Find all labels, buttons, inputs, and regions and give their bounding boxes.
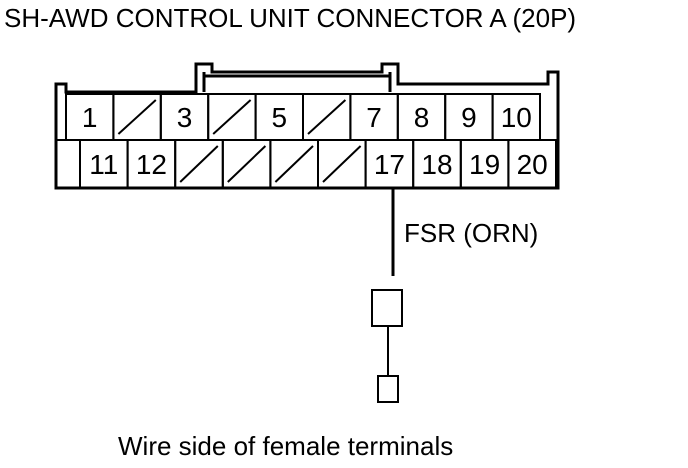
unused-pin-slash bbox=[179, 145, 219, 183]
pin-label-11: 11 bbox=[89, 149, 118, 180]
pin-label-17: 17 bbox=[374, 149, 405, 180]
pin-label-9: 9 bbox=[461, 102, 477, 133]
unused-pin-slash bbox=[117, 99, 157, 135]
pin-label-8: 8 bbox=[414, 102, 430, 133]
pin-label-1: 1 bbox=[82, 102, 98, 133]
unused-pin-slash bbox=[274, 145, 314, 183]
pin-label-20: 20 bbox=[517, 149, 548, 180]
pin-label-18: 18 bbox=[421, 149, 452, 180]
pin-label-3: 3 bbox=[177, 102, 193, 133]
pin-label-5: 5 bbox=[272, 102, 288, 133]
unused-pin-slash bbox=[307, 99, 347, 135]
pin-row-2: 11 12 17 18 19 20 bbox=[79, 139, 557, 189]
pin-20-cell bbox=[507, 139, 557, 189]
female-terminal bbox=[371, 289, 403, 327]
pin-label-7: 7 bbox=[366, 102, 382, 133]
wire-label: FSR (ORN) bbox=[404, 218, 538, 248]
pin-label-12: 12 bbox=[136, 149, 167, 180]
pin-label-19: 19 bbox=[469, 149, 500, 180]
pin-label-10: 10 bbox=[501, 102, 532, 133]
connector-housing bbox=[54, 62, 560, 190]
diagram-caption: Wire side of female terminals bbox=[118, 431, 454, 461]
unused-pin-slash bbox=[212, 99, 252, 135]
unused-pin-slash bbox=[322, 145, 362, 183]
unused-pin-slash bbox=[227, 145, 267, 183]
wire-end bbox=[377, 375, 399, 403]
diagram-title: SH-AWD CONTROL UNIT CONNECTOR A (20P) bbox=[4, 3, 577, 33]
